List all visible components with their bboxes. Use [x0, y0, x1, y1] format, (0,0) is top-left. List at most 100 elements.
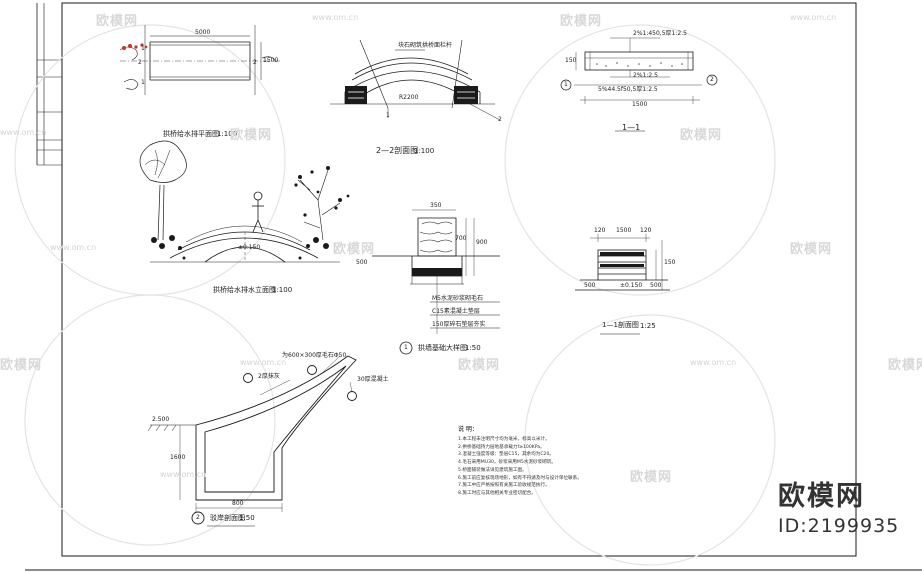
- section-1-1-bubbles: [560, 74, 718, 91]
- section-1-1-bottom: [575, 234, 670, 335]
- watermark-url: www.om.cn: [312, 13, 359, 22]
- watermark-logo: 欧模网: [0, 358, 43, 373]
- watermark-url: www.om.cn: [0, 128, 47, 137]
- plan-view-title: 拱桥给水排平面图: [163, 130, 219, 138]
- detail-2-callout-1: 为600×300厚毛石Φ50: [282, 352, 347, 359]
- detail-2-title: 驳岸剖面图: [210, 514, 245, 522]
- plan-mark-1b: 1: [141, 79, 145, 86]
- plan-width-dim: 1500: [263, 57, 279, 64]
- section-2-2-radius: R2200: [399, 94, 419, 101]
- detail-1-dim-side: 900: [476, 239, 488, 246]
- note-item-7: 7.施工中应严格按照有关施工验收规范执行。: [458, 483, 550, 489]
- detail-1-foundation: [372, 209, 500, 355]
- section-2-2-bubble-1: 1: [386, 112, 390, 119]
- note-item-4: 4.毛石采用MU30，砂浆采用M5水泥砂浆砌筑。: [458, 460, 556, 466]
- elevation-scale: 1:100: [272, 286, 293, 294]
- section-1-1-bottom-title: 1—1剖面图: [602, 321, 639, 329]
- detail-1-fill: [412, 268, 462, 276]
- section-1-1-top-title: 1—1: [622, 123, 641, 132]
- elevation-foliage: [151, 166, 350, 260]
- plan-mark-2b: 2: [253, 59, 257, 66]
- section-2-2-abutments: [345, 86, 478, 104]
- section-1-1-bottom-dim-a: 120: [594, 227, 606, 234]
- section-2-2: [330, 39, 501, 121]
- note-item-6: 6.施工前应复核现场地形，如有不符请及时与设计单位联系。: [458, 475, 582, 481]
- section-1-1-bottom-dim-c: 120: [640, 227, 652, 234]
- section-1-1-bottom-fill: [600, 252, 644, 267]
- detail-1-title: 拱墙基础大样图: [418, 344, 467, 352]
- note-item-3: 3.混凝土强度等级：垫层C15，其余均为C20。: [458, 452, 554, 458]
- watermark-logo: 欧模网: [630, 470, 673, 485]
- detail-2-ground: [147, 424, 177, 432]
- detail-1-bubble: 1: [404, 344, 408, 351]
- section-2-2-title: 2—2剖面图: [376, 146, 419, 155]
- section-1-1-top-bubble-r: 2: [710, 76, 714, 83]
- watermark-logo: 欧模网: [680, 128, 723, 143]
- watermark-logo: 欧模网: [790, 242, 833, 257]
- detail-2-revetment: [150, 355, 357, 527]
- section-1-1-bottom-scale: 1:25: [640, 322, 656, 330]
- watermark-logo: 欧模网: [458, 358, 501, 373]
- section-1-1-top-note-mid: 2%1:2.5: [633, 72, 658, 79]
- section-1-1-top-note-top: 2%1:450,5厚1:2.5: [633, 30, 687, 37]
- detail-1-dim-label: 700: [455, 235, 467, 242]
- section-1-1-bottom-dim-b: 1500: [616, 227, 632, 234]
- section-2-2-stones: [348, 91, 475, 99]
- watermark-url: www.om.cn: [240, 358, 287, 367]
- detail-1-scale: 1:50: [465, 344, 481, 352]
- section-1-1-top-note-bottom: 5%44.5f50,5厚1:2.5: [598, 86, 658, 93]
- detail-1-legend-3: 150厚碎石垫层夯实: [432, 321, 486, 328]
- section-1-1-top-hatch: [596, 62, 683, 67]
- note-item-5: 5.桥面铺装做法详见建筑施工图。: [458, 467, 527, 473]
- detail-1-legend-1: M5水泥砂浆砌毛石: [432, 295, 483, 302]
- section-2-2-bubble-2: 2: [498, 116, 502, 123]
- section-2-2-scale: 1:100: [414, 147, 435, 155]
- section-1-1-top-bubble-l: 1: [564, 81, 568, 88]
- note-item-1: 1.本工程未注明尺寸均为毫米，标高以米计。: [458, 437, 550, 442]
- brand-logo-text: 欧模网: [778, 481, 865, 512]
- section-1-1-top-dim-h: 150: [565, 57, 577, 64]
- watermark-url: www.om.cn: [690, 358, 737, 367]
- section-1-1-top-dim-w: 1500: [632, 101, 648, 108]
- watermark-logo: 欧模网: [96, 14, 139, 29]
- elevation-mark: ±0.150: [238, 244, 261, 251]
- section-1-1-bottom-dim-h: 150: [664, 259, 676, 266]
- general-notes: 说 明： 1.本工程未注明尺寸均为毫米，标高以米计。 2.拱桥基础持力层地基承载…: [458, 424, 628, 498]
- detail-1-legend-2: C15素混凝土垫层: [432, 308, 480, 315]
- watermark-logo: 欧模网: [333, 242, 376, 257]
- section-2-2-callout: 块石砌筑拱桥面栏杆: [398, 42, 453, 49]
- detail-2-dim-depth: 1600: [170, 454, 186, 461]
- watermark-url: www.om.cn: [790, 13, 837, 22]
- note-item-8: 8.施工时应与其他相关专业密切配合。: [458, 490, 536, 496]
- detail-2-callout-2: 2厚抹灰: [258, 373, 280, 380]
- plan-view: [119, 25, 280, 95]
- plan-mark-1a: 1: [141, 45, 145, 52]
- notes-heading: 说 明：: [458, 426, 478, 433]
- detail-1-dim-top: 350: [430, 202, 442, 209]
- detail-2-callout-3: 30厚混凝土: [357, 376, 389, 383]
- detail-2-scale: 1:50: [239, 514, 255, 522]
- section-1-1-bottom-dim-left: 500: [584, 282, 596, 289]
- watermark-arcs: [14, 24, 776, 566]
- watermark-logo: 欧模网: [888, 358, 922, 373]
- detail-1-dim-left: 500: [356, 259, 368, 266]
- section-1-1-top: [574, 37, 702, 132]
- watermark-logo: 欧模网: [560, 14, 603, 29]
- plan-foliage-accent: [122, 43, 148, 50]
- note-item-2: 2.拱桥基础持力层地基承载力f≥100KPa。: [458, 444, 545, 450]
- elevation-view: [139, 140, 341, 263]
- section-1-1-bottom-dim-right: 500: [650, 282, 662, 289]
- plan-view-scale: 1:100: [217, 130, 238, 138]
- section-1-1-bottom-elev: ±0.150: [620, 282, 643, 289]
- elevation-title: 拱桥给水排水立面图: [213, 286, 276, 294]
- sheet-frame: [25, 2, 922, 571]
- detail-2-elev: 2.500: [152, 416, 170, 423]
- detail-2-bubble: 2: [196, 514, 200, 521]
- brand-id-text: ID:2199935: [778, 515, 900, 537]
- plan-mark-2a: 2: [138, 59, 142, 66]
- plan-span-dim: 5000: [195, 29, 211, 36]
- watermark-logo: 欧模网: [230, 128, 273, 143]
- watermark-url: www.om.cn: [160, 470, 207, 479]
